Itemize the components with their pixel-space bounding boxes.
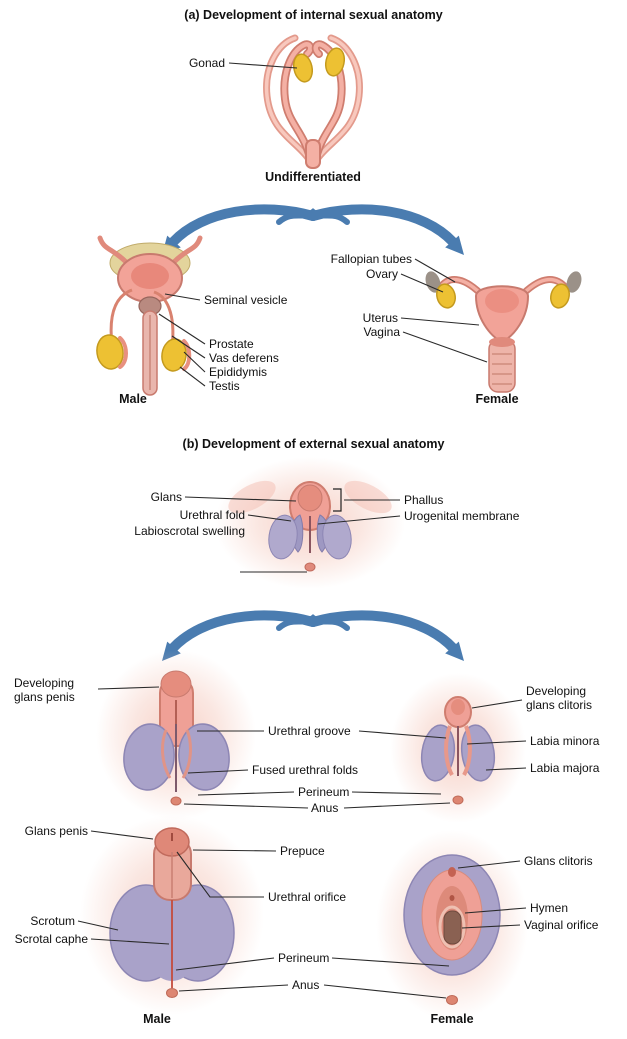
label-scrotum: Scrotum: [30, 914, 75, 928]
undifferentiated-external-graphic: [215, 457, 405, 589]
leader-fused-urethral-folds: [187, 769, 249, 774]
caption-male-internal: Male: [119, 392, 147, 406]
label-prostate: Prostate: [209, 337, 254, 351]
leader-anus-mid-left: [183, 803, 309, 809]
label-glans: Glans: [150, 490, 182, 504]
developing-male-external-graphic: [96, 650, 256, 820]
label-fused-urethral-folds: Fused urethral folds: [252, 763, 359, 777]
leader-epididymis: [183, 351, 206, 373]
label-seminal-vesicle: Seminal vesicle: [204, 293, 288, 307]
leader-anus-bottom-right: [323, 984, 447, 999]
caption-male-external: Male: [143, 1012, 171, 1026]
mature-female-external-graphic: [376, 830, 528, 1020]
label-uterus: Uterus: [362, 311, 398, 325]
mature-male-external-graphic: [80, 815, 264, 1015]
label-vaginal-orifice: Vaginal orifice: [524, 918, 599, 932]
label-urethral-orifice: Urethral orifice: [268, 890, 347, 904]
leader-fallopian-tubes: [414, 258, 456, 283]
gonad-right: [324, 47, 346, 77]
leader-perineum-bottom-left: [175, 957, 275, 971]
leader-gonad: [228, 62, 298, 69]
leader-prostate: [158, 313, 206, 345]
label-perineum-bottom: Perineum: [278, 951, 330, 965]
leader-hymen: [464, 907, 527, 914]
label-developing-glans-clitoris: Developing glans clitoris: [526, 684, 593, 713]
clitoris-dot: [448, 867, 456, 877]
leader-scrotal-caphe: [90, 938, 170, 945]
male-internal-graphic: [96, 235, 203, 396]
developing-female-external-graphic: [390, 673, 526, 823]
label-fallopian-tubes: Fallopian tubes: [330, 252, 412, 266]
leader-perineum-mid-right: [351, 791, 442, 795]
undifferentiated-internal-graphic: [263, 34, 363, 169]
leader-vagina: [402, 331, 488, 363]
split-arrows-bottom: [162, 615, 464, 661]
leader-anus-mid-right: [343, 802, 451, 809]
phallus-bracket: [333, 488, 342, 512]
label-anus-bottom: Anus: [292, 978, 320, 992]
label-developing-glans-penis: Developing glans penis: [14, 676, 75, 705]
leader-developing-glans-penis: [97, 686, 160, 690]
label-urethral-groove: Urethral groove: [268, 724, 351, 738]
label-vagina: Vagina: [363, 325, 400, 339]
caption-female-external: Female: [430, 1012, 474, 1026]
leader-urethral-groove-right: [358, 730, 447, 739]
caption-undifferentiated: Undifferentiated: [265, 170, 361, 184]
leader-anus-bottom-left: [178, 984, 289, 992]
label-labia-minora: Labia minora: [530, 734, 600, 748]
leader-labia-minora: [466, 740, 527, 745]
leader-glans-clitoris: [457, 860, 521, 869]
hymen-ring: [438, 905, 466, 949]
label-ovary: Ovary: [365, 267, 398, 281]
label-urethral-fold: Urethral fold: [179, 508, 245, 522]
label-scrotal-caphe: Scrotal caphe: [14, 932, 88, 946]
gonad-left: [292, 53, 314, 83]
label-gonad: Gonad: [188, 56, 225, 70]
split-arrows-top: [162, 209, 464, 255]
section-a-title: (a) Development of internal sexual anato…: [184, 8, 443, 22]
leader-labia-majora: [485, 767, 527, 771]
urethral-dot: [449, 895, 455, 901]
ovary-right: [550, 283, 570, 309]
leader-glans-penis: [90, 830, 154, 840]
caption-female-internal: Female: [475, 392, 519, 406]
leader-urethral-fold: [247, 514, 292, 522]
leader-perineum-mid-left: [197, 791, 295, 796]
label-anus-middle: Anus: [311, 801, 339, 815]
leader-prepuce: [192, 849, 277, 852]
leader-vas-deferens: [171, 335, 206, 359]
leader-perineum-bottom-right: [331, 957, 450, 967]
label-perineum-middle: Perineum: [298, 785, 350, 799]
leader-urogenital-membrane: [317, 515, 401, 525]
leader-ovary: [400, 273, 444, 293]
label-labia-majora: Labia majora: [530, 761, 600, 775]
label-glans-clitoris: Glans clitoris: [524, 854, 593, 868]
label-glans-penis: Glans penis: [24, 824, 88, 838]
label-epididymis: Epididymis: [209, 365, 268, 379]
label-labioscrotal-swelling: Labioscrotal swelling: [134, 524, 245, 538]
testis-left: [96, 334, 124, 370]
label-vas-deferens: Vas deferens: [209, 351, 279, 365]
leader-developing-glans-clitoris: [471, 699, 523, 709]
vaginal-opening: [443, 910, 462, 945]
female-internal-graphic: [425, 271, 582, 393]
leader-scrotum: [77, 920, 119, 931]
leader-urethral-orifice: [176, 851, 264, 898]
leader-seminal-vesicle: [164, 293, 201, 301]
leader-uterus: [400, 317, 480, 326]
leader-glans: [184, 496, 297, 502]
label-prepuce: Prepuce: [280, 844, 325, 858]
leader-lines: [77, 62, 527, 999]
label-phallus: Phallus: [404, 493, 444, 507]
leader-vaginal-orifice: [461, 924, 521, 929]
label-hymen: Hymen: [530, 901, 569, 915]
leader-testis: [179, 366, 206, 387]
section-b-title: (b) Development of external sexual anato…: [182, 437, 445, 451]
label-urogenital-membrane: Urogenital membrane: [404, 509, 520, 523]
ovary-left: [436, 283, 456, 309]
label-testis: Testis: [209, 379, 240, 393]
